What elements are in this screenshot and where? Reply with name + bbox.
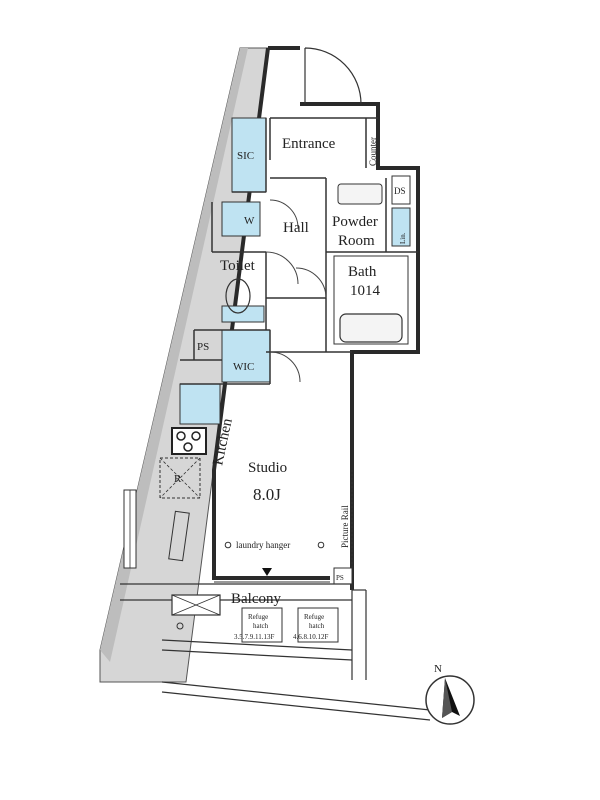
interior-walls — [180, 117, 418, 385]
refuge-hatch-1-line1: Refuge — [248, 613, 268, 621]
label-entrance: Entrance — [282, 136, 336, 152]
label-ds: DS — [394, 186, 406, 196]
stove-burner-2 — [191, 431, 201, 441]
outer-wall-strip — [100, 48, 248, 662]
compass-needle-light — [442, 678, 452, 718]
label-lin: Lin. — [399, 232, 407, 244]
powder-sink — [337, 183, 383, 205]
refuge-hatch-2 — [297, 607, 339, 643]
refuge-hatch-1 — [241, 607, 283, 643]
refuge-hatch-2-line1: Refuge — [304, 613, 324, 621]
ds-box — [391, 175, 411, 205]
label-wic: WIC — [233, 361, 254, 373]
w-area — [221, 201, 261, 237]
refuge-hatch-1-line2: hatch — [253, 622, 269, 630]
label-studio: Studio — [248, 460, 287, 476]
kitchen-sink-area — [179, 383, 221, 425]
label-picture-rail: Picture Rail — [340, 505, 350, 548]
label-laundry-hanger: laundry hanger — [236, 540, 290, 550]
laundry-hanger-right-hook — [317, 541, 325, 549]
balcony-outline — [120, 583, 431, 721]
stove-burner-3 — [183, 442, 193, 452]
refrigerator-space — [159, 457, 201, 499]
wic-area — [221, 329, 271, 383]
front-door-swing — [304, 47, 362, 105]
laundry-hanger-left-hook — [224, 541, 232, 549]
label-bath-size: 1014 — [350, 283, 381, 299]
refuge-hatch-1-floors: 3.5.7.9.11.13F — [234, 633, 274, 641]
label-powder-room-2: Room — [338, 233, 375, 249]
shelf-unit — [168, 510, 190, 562]
label-ps-lower: PS — [336, 574, 344, 582]
label-sic: SIC — [237, 150, 254, 162]
label-w: W — [244, 215, 255, 227]
entry-arrow-icon — [262, 568, 272, 576]
label-balcony: Balcony — [231, 591, 281, 607]
lin-area — [391, 207, 411, 247]
refuge-hatch-2-line2: hatch — [309, 622, 325, 630]
drain-icon — [176, 622, 184, 630]
toilet-storage — [221, 305, 265, 323]
bathtub — [339, 313, 403, 343]
label-counter: Counter — [368, 137, 378, 166]
stove-burner-1 — [176, 431, 186, 441]
label-bath: Bath — [348, 264, 377, 280]
label-powder-room-1: Powder — [332, 214, 378, 230]
label-refrigerator: R — [174, 473, 182, 485]
label-toilet: Toilet — [220, 258, 256, 274]
north-compass: N — [425, 663, 475, 725]
compass-north-label: N — [434, 663, 442, 675]
interior-door-swings — [265, 199, 327, 383]
kitchen-stove — [171, 427, 207, 455]
label-ps-upper: PS — [197, 341, 209, 353]
label-studio-size: 8.0J — [253, 485, 281, 504]
toilet-fixture — [225, 278, 251, 314]
label-hall: Hall — [283, 220, 309, 236]
refuge-hatch-2-floors: 4.6.8.10.12F — [293, 633, 329, 641]
bath-room — [333, 255, 409, 345]
